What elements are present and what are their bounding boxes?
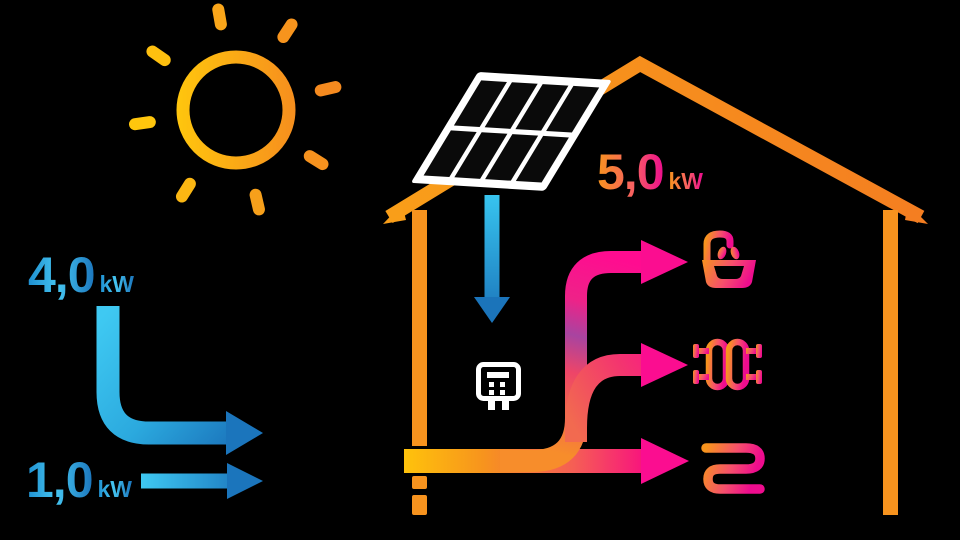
arrowhead-middle: [641, 343, 688, 387]
flow-middle-branch: [565, 354, 643, 442]
sun-ray: [303, 150, 329, 171]
pv-power-unit: kW: [668, 168, 704, 194]
arrowhead-bottom: [641, 438, 689, 484]
water-drop: [717, 246, 727, 260]
arrowhead-right: [227, 463, 263, 499]
sun-ray: [175, 177, 196, 203]
solar-panel-icon: [412, 72, 611, 191]
radiator-icon: [693, 338, 762, 391]
pv-dc-arrow: [474, 195, 510, 323]
sun-ray: [128, 116, 156, 131]
sun-ray: [314, 81, 342, 97]
arrowhead-top: [641, 240, 688, 284]
left-wall: [412, 210, 427, 446]
tap-water-icon: [702, 230, 756, 288]
arrowhead-down: [474, 297, 510, 323]
air-power-label: 4,0 kW: [28, 250, 134, 300]
basin: [702, 260, 756, 288]
sun-ray: [277, 18, 298, 44]
arrowhead-right: [226, 411, 263, 455]
grid-power-value: 1,0: [26, 452, 94, 508]
sun-icon: [128, 3, 342, 216]
pv-power-value: 5,0: [597, 144, 665, 200]
sun-ray: [249, 188, 265, 216]
sun-ray: [146, 45, 171, 67]
left-eave-tip: [383, 204, 406, 224]
sun-ray: [212, 3, 227, 31]
floor-heating-icon: [701, 443, 765, 494]
air-power-value: 4,0: [28, 247, 96, 303]
air-flow-arrow: [96, 306, 263, 455]
grid-power-unit: kW: [97, 476, 133, 502]
right-wall: [883, 210, 898, 515]
water-drop: [730, 246, 740, 260]
grid-flow-arrow: [141, 463, 263, 499]
inverter-icon: [476, 362, 521, 410]
heat-output-arrows: [404, 240, 689, 484]
left-wall-dash: [412, 495, 427, 515]
air-power-unit: kW: [99, 271, 135, 297]
grid-power-label: 1,0 kW: [26, 455, 132, 505]
pv-power-label: 5,0 kW: [597, 147, 703, 197]
faucet: [703, 230, 734, 266]
left-wall-dash: [412, 476, 427, 489]
right-eave-tip: [905, 204, 928, 224]
